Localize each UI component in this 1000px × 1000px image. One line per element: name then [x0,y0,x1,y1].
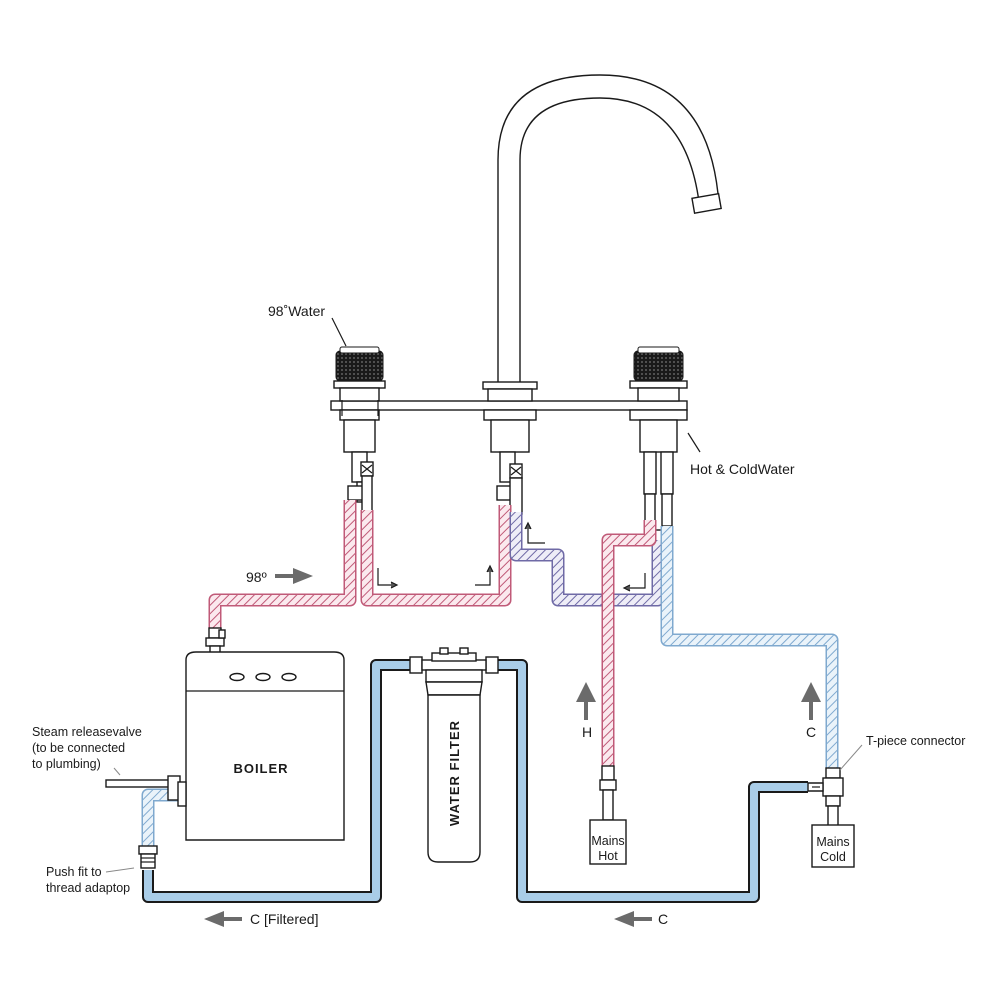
arrow-icon [801,682,821,720]
right-handle-knob[interactable] [633,350,684,382]
deck-plate [330,400,688,411]
corner-arrow-icon [622,573,646,592]
left-valve [333,346,386,513]
mains-cold-box: Mains Cold [811,824,855,868]
pipe-cold-supply [488,659,808,903]
mains-hot-line2: Hot [598,849,618,863]
boiler-outlet-fitting [205,627,226,655]
spout-tip [691,192,722,214]
label-tpiece: T-piece connector [866,734,965,748]
boiler: BOILER [185,651,345,841]
label-98-water: 98˚Water [268,303,325,319]
spout [497,74,720,385]
water-filter: WATER FILTER [409,647,499,863]
label-push-fit-line1: Push fit to [46,865,102,879]
label-hot-cold-water: Hot & ColdWater [690,461,795,477]
label-arrow-c: C [806,724,816,740]
label-98-temp: 98º [246,569,267,585]
steam-release-valve [105,775,187,807]
hose-mains-hot [601,520,657,770]
label-flow-c: C [658,911,668,927]
mains-hot-line1: Mains [591,834,624,848]
push-fit-adaptor [138,845,158,869]
mains-cold-line1: Mains [816,835,849,849]
boiler-label: BOILER [233,761,288,776]
arrow-icon [275,568,313,584]
filter-label: WATER FILTER [447,720,462,826]
right-valve [629,346,688,545]
label-arrow-h: H [582,724,592,740]
corner-arrow-icon [377,568,399,589]
hose-boiler-hot [208,500,357,630]
corner-arrow-icon [524,521,545,544]
tpiece-connector [807,767,844,827]
label-push-fit-line2: thread adaptop [46,881,130,895]
hose-loop-hot [360,505,512,607]
arrow-icon [576,682,596,720]
mains-hot-box: Mains Hot [589,819,627,865]
label-steam-line3: to plumbing) [32,757,101,771]
arrow-icon [614,911,652,927]
center-valve [483,409,537,515]
label-steam-line2: (to be connected [32,741,125,755]
left-handle-knob[interactable] [335,350,384,382]
corner-arrow-icon [475,564,494,586]
label-steam-line1: Steam releasevalve [32,725,142,739]
label-flow-filtered: C [Filtered] [250,911,318,927]
mains-cold-line2: Cold [820,850,846,864]
mains-hot-fitting [599,765,617,821]
arrow-icon [204,911,242,927]
